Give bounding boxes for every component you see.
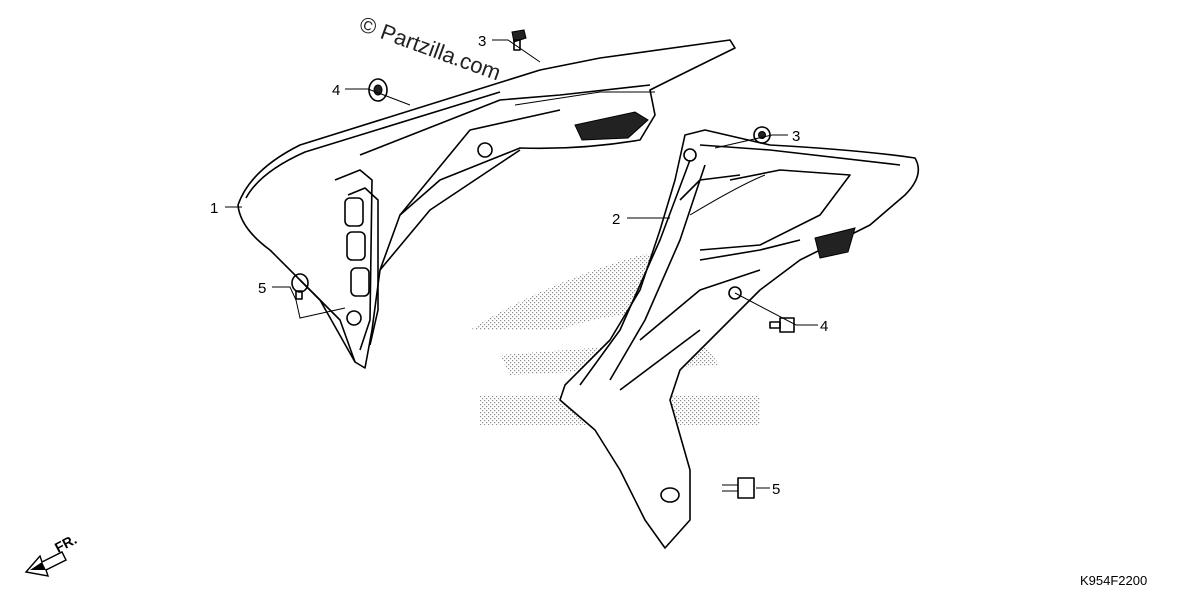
callout-part-2: 2 xyxy=(612,211,620,228)
bolt-4-right-icon xyxy=(769,317,795,333)
callout-part-3-left: 3 xyxy=(478,33,486,50)
front-arrow-icon xyxy=(24,551,67,577)
callout-part-5-left: 5 xyxy=(258,280,266,297)
callout-part-4-right: 4 xyxy=(820,318,828,335)
bolt-3-left-icon xyxy=(511,29,527,51)
front-indicator-label: FR. xyxy=(52,531,79,556)
callout-part-1: 1 xyxy=(210,200,218,217)
right-radiator-shroud xyxy=(559,129,920,549)
callout-part-5-right: 5 xyxy=(772,481,780,498)
leader-lines xyxy=(225,39,818,489)
grommet-3-right-icon xyxy=(753,126,771,144)
left-radiator-shroud xyxy=(237,39,736,369)
diagram-code: K954F2200 xyxy=(1080,573,1147,588)
callout-part-3-right: 3 xyxy=(792,128,800,145)
bolt-5-right-icon xyxy=(722,477,755,499)
callout-part-4-left: 4 xyxy=(332,82,340,99)
bolt-5-left-icon xyxy=(291,273,309,300)
